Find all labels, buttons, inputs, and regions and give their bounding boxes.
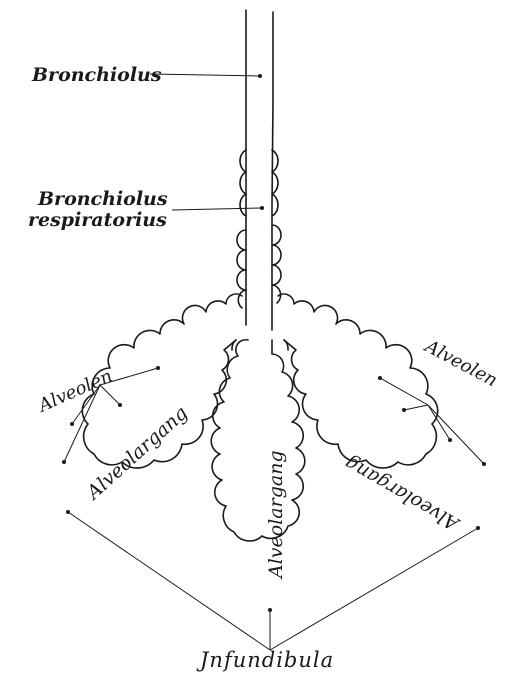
label-alveolargang-left: Alveolargang	[81, 402, 192, 505]
label-alveolargang-center: Alveolargang	[265, 450, 287, 580]
label-infundibula: Jnfundibula	[196, 648, 334, 672]
label-bronchiolus-respiratorius-1: Bronchiolus	[37, 188, 168, 210]
bronchiolus-tube	[246, 10, 273, 330]
bronchiolus-respiratorius-wall	[237, 150, 281, 308]
center-alveolar-sac	[211, 340, 305, 541]
label-bronchiolus: Bronchiolus	[31, 64, 162, 86]
label-alveolen-left: Alveolen	[34, 365, 116, 417]
label-alveolen-right: Alveolen	[420, 335, 501, 391]
label-bronchiolus-respiratorius-2: respiratorius	[28, 209, 167, 231]
